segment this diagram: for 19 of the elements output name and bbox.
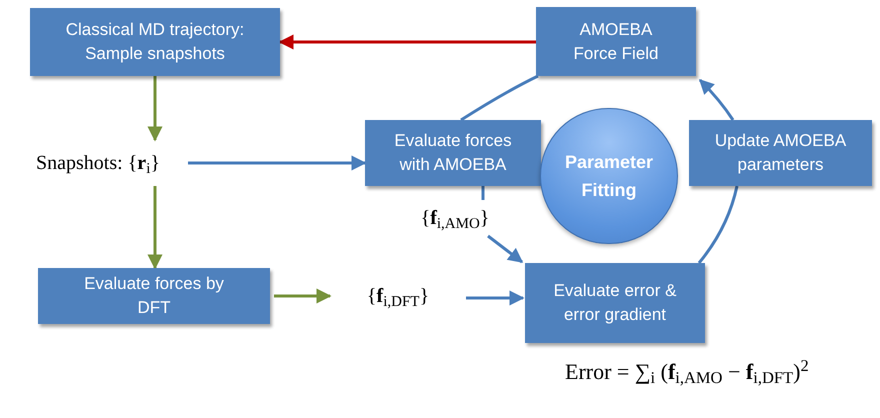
arrow xyxy=(188,156,366,170)
box-label: Evaluate forces by DFT xyxy=(83,273,225,319)
math-expression: {f$_{i,DFT}$} xyxy=(366,284,430,311)
box-label: AMOEBA Force Field xyxy=(572,18,660,64)
box-label: Classical MD trajectory: Sample snapshots xyxy=(64,19,246,65)
arrow xyxy=(148,76,162,142)
arrow xyxy=(278,34,536,50)
circle-label: Parameter Fitting xyxy=(564,151,654,202)
arrow xyxy=(698,78,734,121)
arrow xyxy=(148,186,162,270)
box-label: Update AMOEBA parameters xyxy=(714,130,848,176)
arrow xyxy=(274,288,332,304)
arrow xyxy=(487,234,524,264)
math-expression: Snapshots: {r$_{i}$} xyxy=(36,151,160,178)
math-expression: {f$_{i,AMO}$} xyxy=(420,206,490,233)
box-label: Evaluate forces with AMOEBA xyxy=(393,130,513,176)
box-label: Evaluate error & error gradient xyxy=(552,280,678,326)
arrow xyxy=(466,290,524,306)
error-formula: Error = ∑$_{i}$ (f$_{i,AMO}$ − f$_{i,DFT}$)$^{2}$ xyxy=(565,355,809,388)
